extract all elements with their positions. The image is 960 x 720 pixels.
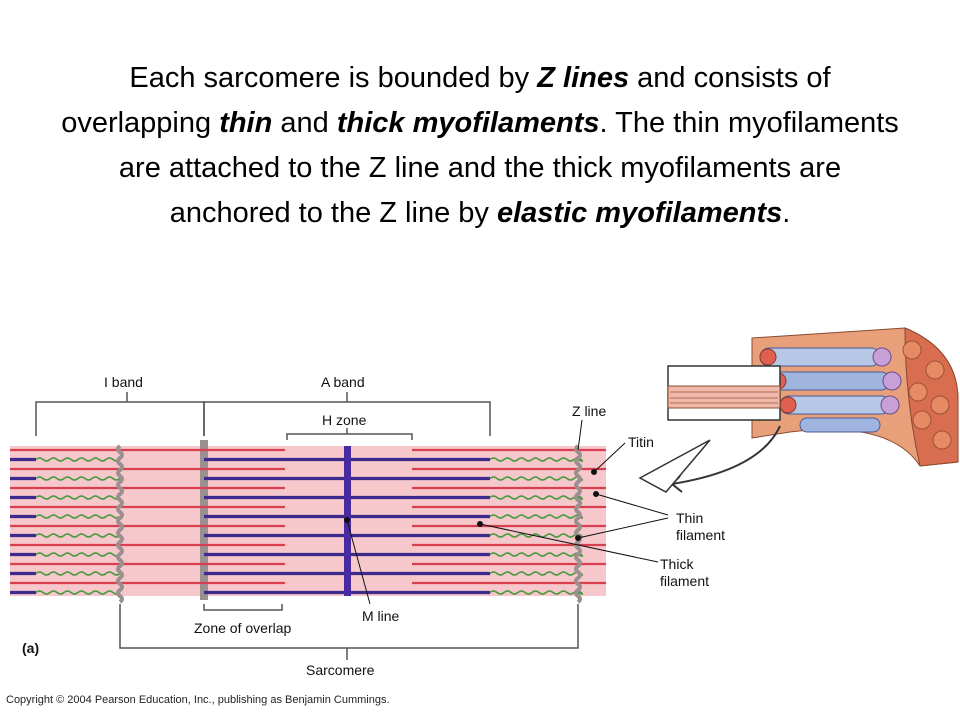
z-line-right — [574, 444, 582, 604]
titin-left-4 — [35, 533, 121, 538]
titin-right-3 — [489, 514, 584, 519]
a-band-edge — [200, 440, 208, 600]
titin-right-7 — [489, 590, 584, 595]
titin-left-2 — [35, 495, 121, 500]
title-term-thick-myofilaments: thick myofilaments — [336, 107, 600, 139]
title-text-5: . — [782, 197, 791, 229]
z-line-left — [116, 444, 124, 604]
titin-right-5 — [489, 552, 584, 557]
title-term-thin: thin — [219, 107, 273, 139]
label-z-line: Z line — [572, 403, 607, 419]
sarcomere-bracket — [119, 604, 579, 649]
label-i-band: I band — [104, 374, 143, 390]
titin-left-5 — [35, 552, 121, 557]
titin-leader — [593, 442, 626, 473]
titin-left-7 — [35, 590, 121, 595]
label-thick-filament-line1: Thick — [660, 556, 694, 572]
title-term-elastic-myofilaments: elastic myofilaments — [496, 197, 783, 229]
label-sarcomere: Sarcomere — [306, 662, 375, 678]
sarcomere-background — [10, 446, 606, 596]
titin-left-6 — [35, 571, 121, 576]
titin-right-2 — [489, 495, 584, 500]
label-a-band: A band — [321, 374, 365, 390]
leader-lines — [344, 419, 669, 605]
label-m-line: M line — [362, 608, 400, 624]
filament-array — [10, 448, 606, 595]
label-titin: Titin — [628, 434, 654, 450]
slide-title: Each sarcomere is bounded by Z lines and… — [60, 56, 900, 236]
i-band-bracket — [35, 401, 205, 436]
titin-right-4 — [489, 533, 584, 538]
muscle-fiber-inset — [638, 327, 959, 493]
band-brackets — [35, 392, 579, 660]
label-thin-filament-line1: Thin — [676, 510, 704, 526]
label-zone-of-overlap: Zone of overlap — [194, 620, 292, 636]
zone-of-overlap-bracket — [203, 604, 283, 611]
titin-right-1 — [489, 476, 584, 481]
title-text-1: Each sarcomere is bounded by — [129, 62, 538, 94]
label-h-zone: H zone — [322, 412, 367, 428]
thin-filament-leader-1 — [595, 493, 669, 516]
titin-left-1 — [35, 476, 121, 481]
title-term-z-lines: Z lines — [537, 62, 630, 94]
thin-filament-leader-2 — [577, 517, 669, 539]
m-line-leader — [346, 519, 371, 605]
thick-filament-leader — [479, 523, 659, 563]
title-text-2: and consists of overlapping — [61, 62, 831, 139]
label-thick-filament-line2: filament — [660, 573, 710, 589]
h-zone-bracket — [286, 433, 413, 440]
copyright-notice: Copyright © 2004 Pearson Education, Inc.… — [6, 694, 390, 706]
label-thin-filament-line2: filament — [676, 527, 726, 543]
titin-left-3 — [35, 514, 121, 519]
z-line-leader — [577, 419, 583, 451]
label-panel-a: (a) — [22, 640, 40, 656]
title-text-3: and — [272, 107, 337, 139]
title-text-4: . The thin myofilaments are attached to … — [118, 107, 899, 229]
titin-right-6 — [489, 571, 584, 576]
titin-right-0 — [489, 457, 584, 462]
titin-left-0 — [35, 457, 121, 462]
